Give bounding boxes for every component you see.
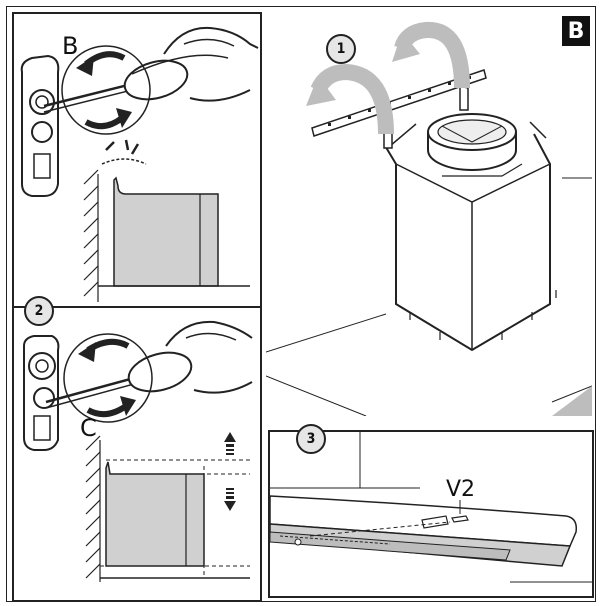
panel-screw-b: B [20, 26, 259, 302]
panel-screw-c: C [23, 320, 253, 582]
left-divider [12, 306, 262, 308]
section-badge: B [562, 16, 590, 46]
panel-hood-assembly [266, 22, 592, 416]
step-2-circle: 2 [24, 296, 54, 326]
label-screw-v2: V2 [446, 477, 475, 502]
panel-step-3: V2 [270, 432, 592, 583]
step-1-circle: 1 [326, 34, 356, 64]
label-screw-b: B [62, 32, 78, 60]
step-3-circle: 3 [296, 424, 326, 454]
label-screw-c: C [80, 414, 97, 442]
